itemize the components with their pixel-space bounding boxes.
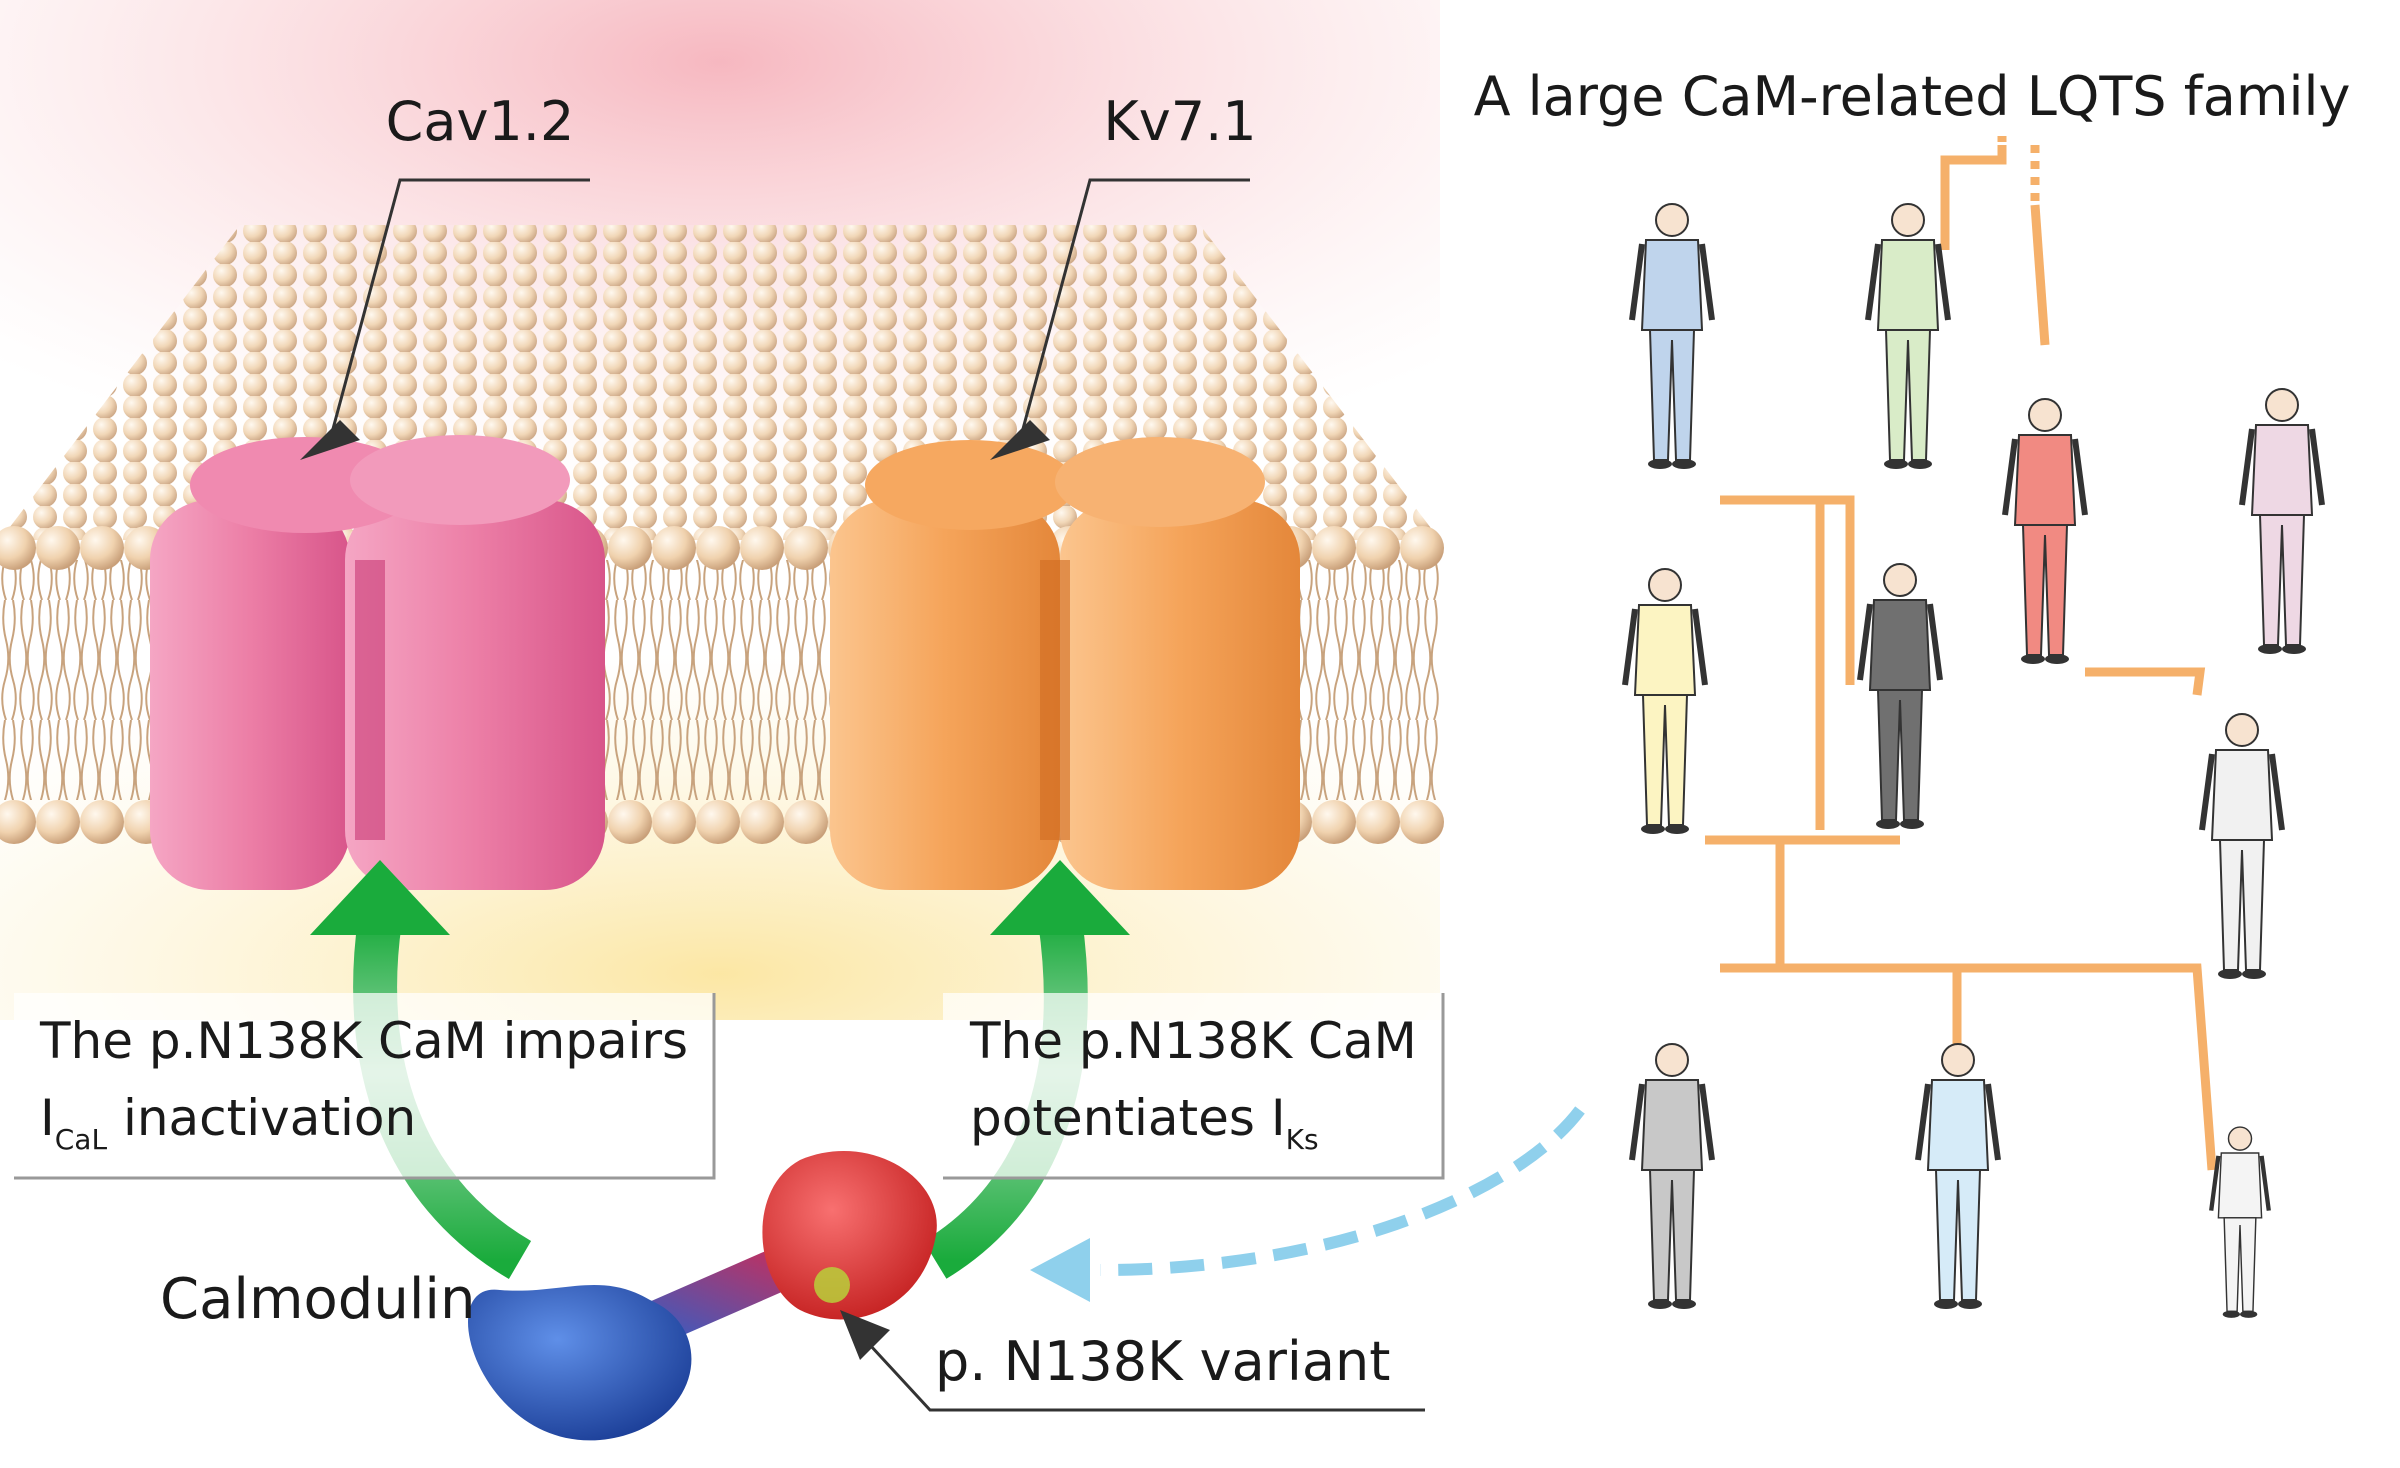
left-effect-box: The p.N138K CaM impairs ICaL inactivatio… — [14, 993, 716, 1180]
right-box-line1: The p.N138K CaM — [969, 1012, 1417, 1070]
left-box-current-subscript: CaL — [55, 1123, 108, 1156]
dashed-arrow-family-to-cam — [1099, 1106, 1585, 1276]
father-figure-icon — [1625, 569, 1705, 834]
lipid-head — [784, 526, 828, 570]
lipid-head — [740, 800, 784, 844]
lipid-head — [36, 800, 80, 844]
lipid-head — [1400, 526, 1444, 570]
pedigree-lines — [1705, 132, 2217, 1171]
grandmother-figure-icon — [1868, 204, 1948, 469]
lipid-head — [0, 800, 36, 844]
son-figure-icon — [1632, 1044, 1712, 1309]
variant-leader-arrowhead — [840, 1310, 890, 1360]
left-box-line2: ICaL inactivation — [40, 1089, 416, 1156]
right-box-current-main: potentiates I — [970, 1089, 1286, 1147]
right-box-current-subscript: Ks — [1286, 1123, 1319, 1156]
cav-label: Cav1.2 — [386, 90, 575, 153]
right-box-line2: potentiates IKs — [970, 1089, 1319, 1156]
lipid-head — [608, 526, 652, 570]
green-arrowhead-kv — [990, 860, 1130, 935]
kv71-channel — [830, 437, 1300, 890]
green-arrowhead-cav — [310, 860, 450, 935]
kv-leader-line — [1018, 178, 1250, 441]
variant-label: p. N138K variant — [935, 1330, 1390, 1393]
lipid-head — [36, 526, 80, 570]
lipid-head — [740, 526, 784, 570]
lipid-head — [696, 526, 740, 570]
lipid-head — [1312, 800, 1356, 844]
lipid-head — [608, 800, 652, 844]
cav12-channel — [150, 435, 605, 890]
lipid-head — [80, 800, 124, 844]
lipid-head — [0, 526, 36, 570]
child-figure-icon — [2211, 1127, 2269, 1318]
lipid-head — [80, 526, 124, 570]
uncle-figure-icon — [2005, 399, 2085, 664]
lipid-head — [1400, 800, 1444, 844]
variant-site-marker — [814, 1267, 850, 1303]
kv-label: Kv7.1 — [1103, 90, 1256, 153]
daughter-figure-icon — [1918, 1044, 1998, 1309]
left-box-current-rest: inactivation — [107, 1089, 416, 1147]
family-members — [1625, 204, 2322, 1318]
kv-leader-arrowhead — [990, 420, 1050, 460]
lipid-head — [652, 526, 696, 570]
mother-figure-icon — [1860, 564, 1940, 829]
aunt-figure-icon — [2242, 389, 2322, 654]
right-effect-box: The p.N138K CaM potentiates IKs — [943, 993, 1445, 1180]
grandfather-figure-icon — [1632, 204, 1712, 469]
cousin-figure-icon — [2202, 714, 2282, 979]
calmodulin-label: Calmodulin — [160, 1267, 475, 1332]
lipid-head — [1356, 800, 1400, 844]
lipid-head — [696, 800, 740, 844]
lipid-head — [1356, 526, 1400, 570]
lipid-head — [652, 800, 696, 844]
variant-leader-line — [868, 1343, 1425, 1412]
family-title: A large CaM-related LQTS family — [1474, 65, 2351, 128]
left-box-current-symbol: I — [40, 1089, 55, 1147]
cav-leader-line — [328, 178, 590, 441]
cav-leader-arrowhead — [300, 420, 360, 460]
lipid-head — [784, 800, 828, 844]
calmodulin-molecule — [468, 1151, 937, 1441]
left-box-line1: The p.N138K CaM impairs — [39, 1012, 688, 1070]
lipid-head — [1312, 526, 1356, 570]
dashed-arrowhead — [1030, 1238, 1090, 1302]
